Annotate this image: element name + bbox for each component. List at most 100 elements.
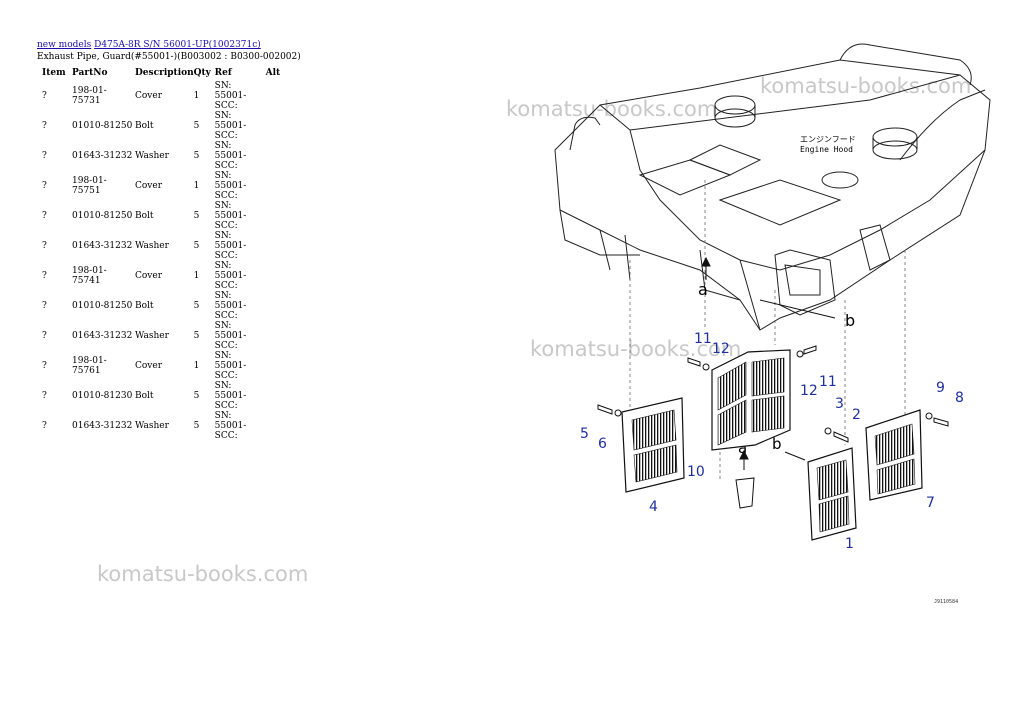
breadcrumb-link-model[interactable]: D475A-8R S/N 56001-UP(1002371c) — [94, 40, 261, 50]
watermark: komatsu-books.com — [97, 562, 309, 586]
cell-partno: 01010-81250 — [72, 121, 133, 131]
callout-1: 1 — [845, 536, 854, 552]
cell-qty: 1 — [193, 91, 200, 101]
cell-ref: SN: 55001-SCC: — [214, 261, 247, 291]
watermark: komatsu-books.com — [506, 97, 718, 121]
machine-outline — [554, 43, 991, 331]
cell-item: ? — [42, 241, 47, 251]
cell-qty: 1 — [193, 361, 200, 371]
cell-item: ? — [42, 391, 47, 401]
ref-b-label: b — [845, 311, 855, 330]
table-row: ? 198-01-75731 Cover 1 SN: 55001-SCC: — [37, 81, 296, 111]
cell-ref: SN: 55001-SCC: — [214, 411, 247, 441]
ref-a-label: a — [698, 280, 708, 299]
engine-hood-jp-label: エンジンフード — [800, 135, 856, 144]
callout-2: 2 — [852, 407, 861, 423]
cell-description: Cover — [135, 181, 163, 191]
callout-4: 4 — [649, 499, 658, 515]
callout-9: 9 — [936, 380, 945, 396]
cell-partno: 198-01-75731 — [72, 86, 107, 106]
cell-item: ? — [42, 331, 47, 341]
reference-arrows — [701, 256, 836, 470]
header-item: Item — [42, 68, 66, 78]
page-title: Exhaust Pipe, Guard(#55001-)(B003002 : B… — [37, 52, 301, 62]
cell-item: ? — [42, 151, 47, 161]
cell-qty: 1 — [193, 271, 200, 281]
header-description: Description — [135, 68, 194, 78]
cell-description: Bolt — [135, 211, 154, 221]
cell-item: ? — [42, 361, 47, 371]
cell-qty: 5 — [193, 301, 200, 311]
cell-partno: 198-01-75761 — [72, 356, 107, 376]
callout-12-right: 12 — [800, 383, 818, 399]
cell-partno: 01643-31232 — [72, 331, 133, 341]
cell-qty: 5 — [193, 241, 200, 251]
callout-12-upper: 12 — [712, 341, 730, 357]
cell-ref: SN: 55001-SCC: — [214, 351, 247, 381]
callout-10: 10 — [687, 464, 705, 480]
header-alt: Alt — [265, 68, 281, 78]
guard-panel-1 — [807, 447, 857, 541]
callout-8: 8 — [955, 390, 964, 406]
cell-ref: SN: 55001-SCC: — [214, 291, 247, 321]
cell-description: Bolt — [135, 121, 154, 131]
cell-ref: SN: 55001-SCC: — [214, 141, 247, 171]
guard-panel-10 — [711, 349, 791, 451]
callout-6: 6 — [598, 436, 607, 452]
cell-ref: SN: 55001-SCC: — [214, 321, 247, 351]
cell-description: Washer — [135, 421, 169, 431]
guard-panel-7 — [865, 409, 923, 501]
cell-partno: 01643-31232 — [72, 151, 133, 161]
ref-a-label-lower: a — [738, 439, 747, 457]
cell-partno: 01643-31232 — [72, 421, 133, 431]
bracket — [735, 477, 755, 509]
table-row: ? 198-01-75761 Cover 1 SN: 55001-SCC: — [37, 351, 296, 381]
cell-description: Bolt — [135, 391, 154, 401]
table-header-row: Item PartNo Description Qty Ref Alt — [37, 65, 296, 81]
cell-description: Bolt — [135, 301, 154, 311]
cell-partno: 01010-81250 — [72, 301, 133, 311]
cell-partno: 01643-31232 — [72, 241, 133, 251]
cell-item: ? — [42, 181, 47, 191]
cell-ref: SN: 55001-SCC: — [214, 111, 247, 141]
ref-b-label-lower: b — [772, 435, 782, 453]
cell-item: ? — [42, 121, 47, 131]
cell-ref: SN: 55001-SCC: — [214, 231, 247, 261]
cell-ref: SN: 55001-SCC: — [214, 171, 247, 201]
callout-5: 5 — [580, 426, 589, 442]
cell-partno: 198-01-75751 — [72, 176, 107, 196]
cell-description: Washer — [135, 241, 169, 251]
cell-qty: 5 — [193, 121, 200, 131]
table-row: ? 198-01-75751 Cover 1 SN: 55001-SCC: — [37, 171, 296, 201]
cell-partno: 01010-81230 — [72, 391, 133, 401]
breadcrumb: new models D475A-8R S/N 56001-UP(1002371… — [37, 40, 261, 51]
cell-description: Washer — [135, 331, 169, 341]
watermark: komatsu-books.com — [530, 337, 742, 361]
guard-panel-4 — [621, 397, 685, 493]
cell-item: ? — [42, 91, 47, 101]
cell-description: Cover — [135, 91, 163, 101]
breadcrumb-link-new-models[interactable]: new models — [37, 40, 92, 50]
callout-3: 3 — [835, 396, 844, 412]
cell-item: ? — [42, 301, 47, 311]
cell-ref: SN: 55001-SCC: — [214, 201, 247, 231]
header-partno: PartNo — [72, 68, 108, 78]
callout-11-upper: 11 — [694, 331, 712, 347]
cell-ref: SN: 55001-SCC: — [214, 381, 247, 411]
cell-item: ? — [42, 271, 47, 281]
cell-item: ? — [42, 211, 47, 221]
cell-description: Cover — [135, 361, 163, 371]
cell-qty: 1 — [193, 181, 200, 191]
fasteners — [597, 345, 949, 443]
cell-description: Washer — [135, 151, 169, 161]
cell-ref: SN: 55001-SCC: — [214, 81, 247, 111]
